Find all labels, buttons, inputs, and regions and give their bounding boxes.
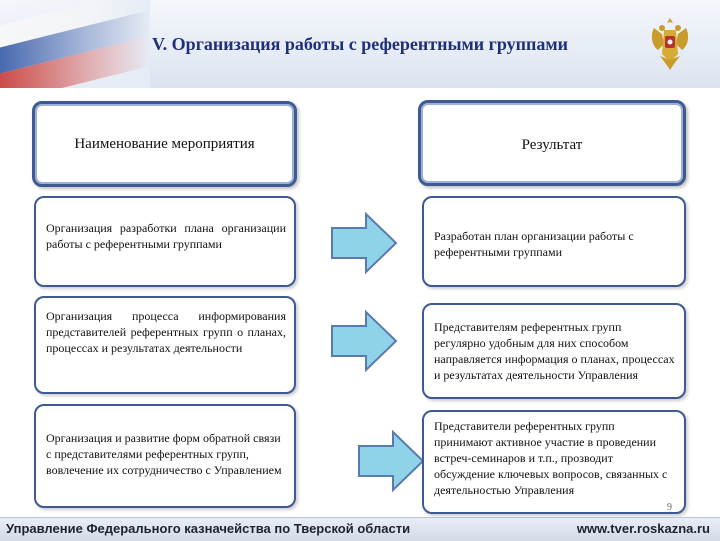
russian-flag-graphic xyxy=(0,0,150,88)
event-item-2: Организация процесса информирования пред… xyxy=(34,296,296,394)
left-column-header-label: Наименование мероприятия xyxy=(74,135,255,152)
left-column-header: Наименование мероприятия xyxy=(32,101,297,187)
event-item-3-text: Организация и развитие форм обратной свя… xyxy=(46,431,282,477)
page-title: V. Организация работы с референтными гру… xyxy=(152,34,568,54)
event-item-1-text: Организация разработки плана организации… xyxy=(46,221,286,251)
result-item-2: Представителям референтных групп регуляр… xyxy=(422,303,686,399)
event-item-2-text: Организация процесса информирования пред… xyxy=(46,309,286,355)
event-item-3: Организация и развитие форм обратной свя… xyxy=(34,404,296,508)
result-item-1: Разработан план организации работы с реф… xyxy=(422,196,686,287)
event-item-1: Организация разработки плана организации… xyxy=(34,196,296,287)
arrow-right-icon-2 xyxy=(331,310,398,372)
page-number: 9 xyxy=(667,502,672,513)
result-item-1-text: Разработан план организации работы с реф… xyxy=(434,229,634,259)
double-headed-eagle-emblem-icon xyxy=(651,18,689,70)
arrow-right-icon-3 xyxy=(358,430,425,492)
arrow-right-icon-1 xyxy=(331,212,398,274)
result-item-3-text: Представители референтных групп принимаю… xyxy=(434,419,668,497)
footer-website-link[interactable]: www.tver.roskazna.ru xyxy=(576,521,710,536)
right-column-header-label: Результат xyxy=(521,137,583,153)
right-column-header: Результат xyxy=(418,100,686,186)
header-band: V. Организация работы с референтными гру… xyxy=(0,0,720,88)
footer-bar: Управление Федерального казначейства по … xyxy=(0,517,720,541)
result-item-3: Представители референтных групп принимаю… xyxy=(422,410,686,514)
result-item-2-text: Представителям референтных групп регуляр… xyxy=(434,320,675,382)
footer-organization: Управление Федерального казначейства по … xyxy=(6,521,411,536)
